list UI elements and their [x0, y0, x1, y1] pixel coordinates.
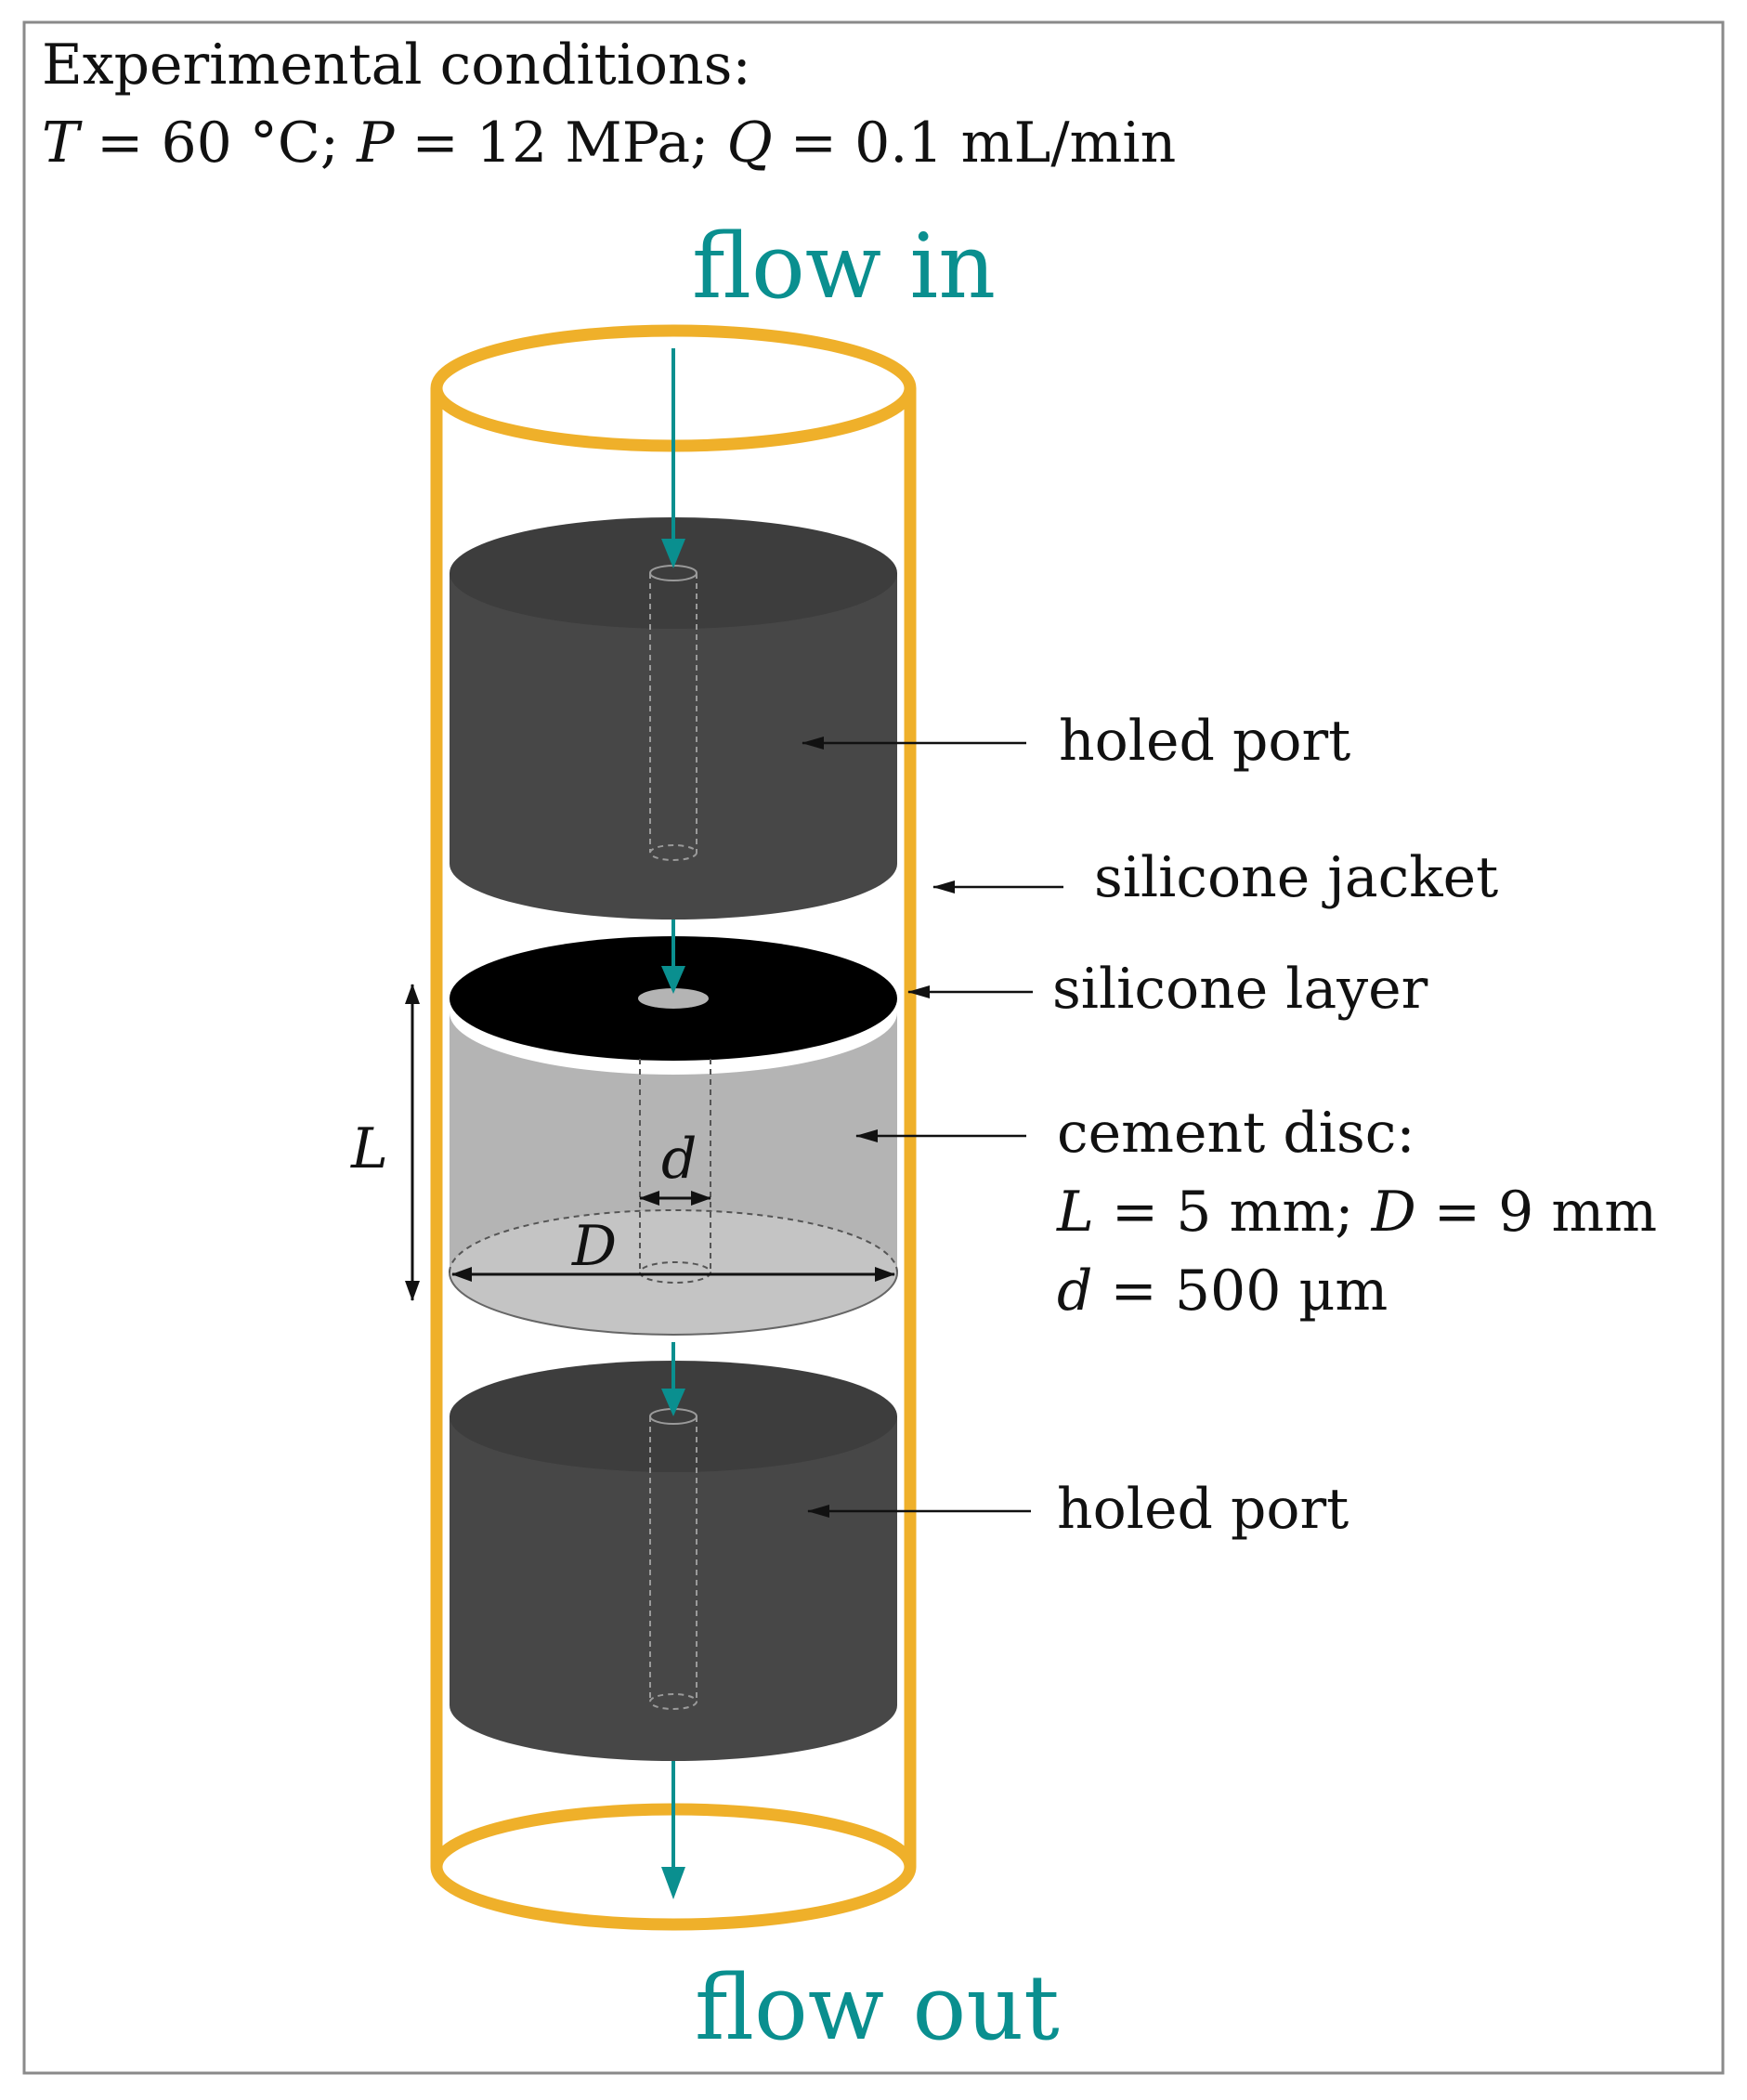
flow-out-label: flow out: [695, 1956, 1060, 2060]
label-cement-dims-LD: L = 5 mm; D = 9 mm: [1056, 1180, 1657, 1245]
label-silicone-jacket: silicone jacket: [1094, 845, 1498, 910]
value-D: = 9 mm: [1416, 1180, 1657, 1245]
holed-port-top: [450, 517, 897, 920]
symbol-L: L: [1056, 1180, 1094, 1245]
symbol-Q: Q: [726, 111, 772, 176]
value-Q: = 0.1 mL/min: [773, 111, 1177, 176]
symbol-T: T: [42, 111, 83, 176]
flow-arrowhead-1: [661, 539, 685, 568]
value-d: = 500 µm: [1092, 1259, 1388, 1324]
label-holed-port-top: holed port: [1059, 709, 1350, 774]
holed-port-bottom: [450, 1361, 897, 1761]
flow-arrowhead-3: [661, 1389, 685, 1416]
label-cement-disc: cement disc:: [1057, 1101, 1415, 1166]
flow-arrowhead-4: [661, 1867, 685, 1899]
symbol-D: D: [1371, 1180, 1416, 1245]
jacket-top-rim-back: [430, 324, 917, 389]
dimension-d-label: d: [661, 1127, 697, 1192]
dimension-L-label: L: [350, 1116, 388, 1181]
symbol-d: d: [1057, 1259, 1092, 1324]
symbol-P: P: [356, 111, 396, 176]
leader-arrows: [802, 737, 1063, 1518]
value-L: = 5 mm;: [1094, 1180, 1372, 1245]
flow-arrows: [661, 348, 685, 1899]
conditions-heading: Experimental conditions:: [42, 33, 751, 98]
flow-arrowhead-2: [661, 966, 685, 994]
conditions-values: T = 60 °C; P = 12 MPa; Q = 0.1 mL/min: [42, 111, 1176, 176]
label-cement-dims-d: d = 500 µm: [1057, 1259, 1388, 1324]
flow-in-label: flow in: [692, 215, 996, 319]
dimension-D-label: D: [571, 1214, 617, 1279]
label-silicone-layer: silicone layer: [1052, 957, 1428, 1022]
value-T: = 60 °C;: [79, 111, 357, 176]
label-holed-port-bottom: holed port: [1057, 1477, 1349, 1542]
value-P: = 12 MPa;: [394, 111, 726, 176]
silicone-layer: [450, 936, 897, 1061]
